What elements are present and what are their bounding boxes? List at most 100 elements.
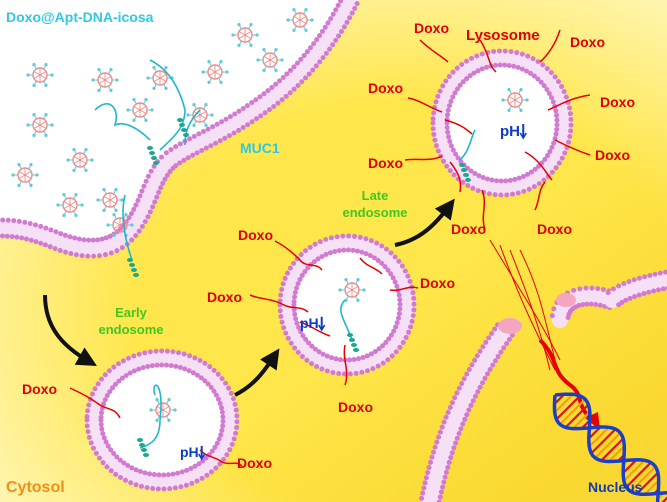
lipid-head (90, 237, 96, 243)
muc1-receptor (459, 163, 471, 182)
lipid-head (621, 281, 627, 287)
lipid-head (292, 311, 298, 317)
lipid-head (99, 376, 105, 382)
lipid-head (117, 457, 123, 463)
lipid-head (42, 242, 48, 248)
lipid-head (233, 430, 239, 436)
lipid-head (181, 157, 187, 163)
lipid-head (249, 100, 255, 106)
lipid-head (280, 281, 286, 287)
lipid-head (172, 485, 178, 491)
lipid-head (145, 173, 151, 179)
icosahedron-nanoparticle-icon (126, 98, 154, 122)
lipid-head (347, 371, 353, 377)
lipid-head (363, 236, 369, 242)
lipid-head (93, 450, 99, 456)
lipid-head (168, 363, 174, 369)
lipid-head (485, 371, 491, 377)
lipid-head (374, 240, 380, 246)
lipid-head (490, 362, 496, 368)
doxo-molecule (554, 139, 591, 156)
lipid-head (486, 335, 492, 341)
lipid-head (273, 81, 279, 87)
lipid-head (84, 423, 90, 429)
lipid-head (544, 87, 550, 93)
lipid-head (179, 469, 185, 475)
lipid-head (153, 348, 159, 354)
lipid-head (360, 354, 366, 360)
lipid-head (27, 220, 33, 226)
icosahedron-nanoparticle-icon (501, 88, 529, 112)
lipid-head (549, 169, 555, 175)
lipid-head (386, 336, 392, 342)
lipid-head (280, 74, 286, 80)
lipid-head (449, 400, 455, 406)
lipid-head (91, 445, 97, 451)
lipid-head (491, 49, 497, 55)
lipid-head (332, 248, 338, 254)
lipid-head (279, 319, 285, 325)
lipid-head (474, 53, 480, 59)
lipid-head (11, 218, 17, 224)
lipid-head (382, 264, 388, 270)
lipid-head (394, 320, 400, 326)
lipid-head (464, 371, 470, 377)
lipid-head (317, 239, 323, 245)
lipid-head (291, 86, 297, 92)
lipid-head (494, 178, 500, 184)
lipid-head (351, 357, 357, 363)
lipid-head (411, 307, 417, 313)
lipid-head (133, 467, 139, 473)
lipid-head (317, 59, 323, 65)
lipid-head (470, 398, 476, 404)
lipid-head (647, 272, 653, 278)
lipid-head (327, 46, 333, 52)
lipid-head (565, 314, 571, 320)
arrow-icon (234, 348, 280, 397)
lipid-head (376, 346, 382, 352)
lipid-head (296, 324, 302, 330)
lipid-head (501, 345, 507, 351)
lipid-head (233, 407, 239, 413)
lipid-head (317, 33, 323, 39)
lipid-head (435, 93, 441, 99)
lipid-head (158, 185, 164, 191)
aptamer-strand (139, 384, 162, 449)
lipid-head (456, 385, 462, 391)
lipid-head (470, 185, 476, 191)
lipid-head (593, 302, 599, 308)
lipid-head (545, 153, 551, 159)
lipid-head (480, 380, 486, 386)
icosahedron-nanoparticle-icon (96, 188, 124, 212)
lipid-head (372, 348, 378, 354)
early-endosome-label: Early (115, 305, 148, 320)
lipid-head (479, 51, 485, 57)
lipid-head (151, 472, 157, 478)
lipid-head (147, 209, 153, 215)
ph-arrow-icon (198, 453, 206, 461)
lipid-head (554, 126, 560, 132)
lipid-head (556, 160, 562, 166)
lipid-head (131, 353, 137, 359)
lipid-head (214, 440, 220, 446)
lipid-head (215, 396, 221, 402)
lipid-head (375, 257, 381, 263)
lysosome (448, 66, 556, 180)
lipid-head (447, 404, 453, 410)
lipid-head (536, 181, 542, 187)
lipid-head (447, 138, 453, 144)
lipid-head (430, 120, 436, 126)
lipid-head (338, 0, 344, 4)
lipid-head (43, 225, 49, 231)
lipid-head (262, 110, 268, 116)
lipid-head (102, 372, 108, 378)
dna-helix-icon (552, 392, 667, 502)
lipid-head (492, 358, 498, 364)
lipid-head (182, 366, 188, 372)
doxo-label: Doxo (22, 381, 57, 397)
lipid-head (175, 470, 181, 476)
lipid-head (446, 459, 452, 465)
lipid-head (364, 368, 370, 374)
lipid-head (119, 375, 125, 381)
lipid-head (314, 364, 320, 370)
